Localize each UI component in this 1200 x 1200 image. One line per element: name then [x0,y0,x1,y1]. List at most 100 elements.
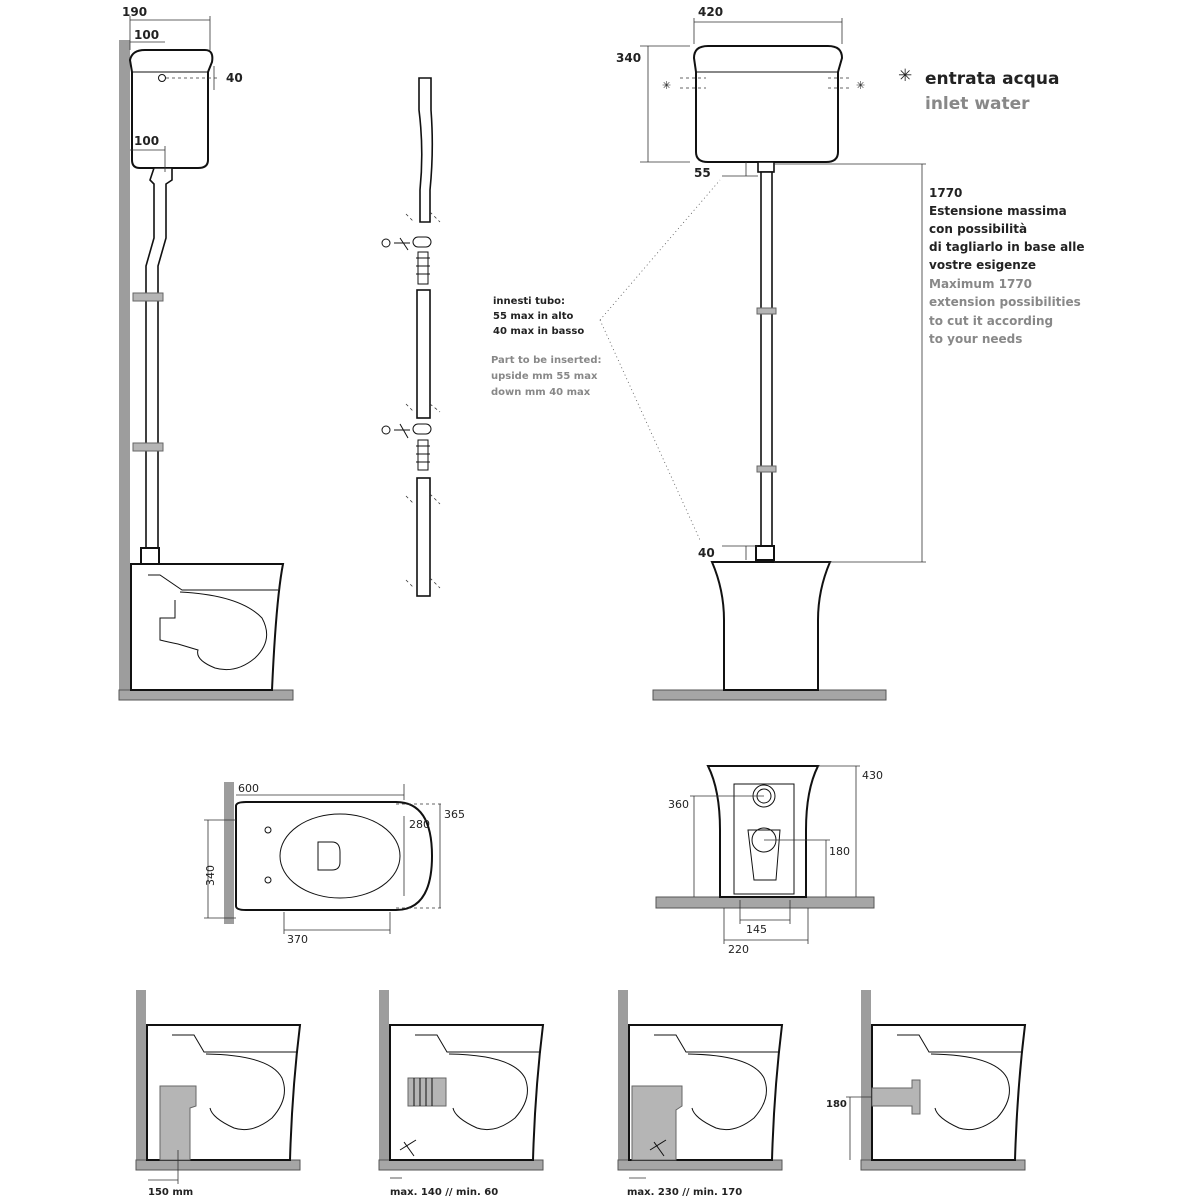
toilet-rear [706,765,820,898]
dim-180: 180 [829,845,850,858]
rear-view: 430 360 180 145 220 [655,765,883,956]
floor [617,1159,783,1171]
legend-label-en: inlet water [925,94,1030,114]
variant-3-caption: max. 230 // min. 170 [627,1187,742,1198]
rear-recess [733,783,795,895]
scissors-icon [649,1139,667,1157]
threaded-connector [416,251,430,285]
cistern [692,45,844,163]
clamp-ring [412,236,432,248]
water-inlet [158,74,166,82]
pipe-segment-bottom [416,477,431,597]
flush-pipe [760,171,773,549]
dim-depth-100-bottom: 100 [134,134,159,148]
dim-430: 430 [862,769,883,782]
extended-outlet-pipe [631,1085,683,1161]
pipe-connector [140,547,160,565]
dim-360: 360 [668,798,689,811]
front-note-en-4: to your needs [929,332,1022,346]
variant-1-caption: 150 mm [148,1187,193,1198]
wall [379,990,389,1160]
bowl-outlet [317,841,341,871]
pipe-connector-top [757,161,775,173]
toilet-bowl [389,1024,545,1161]
wall [224,782,234,924]
threaded-connector [416,439,430,471]
dim-top-55: 55 [694,166,711,180]
pipe-segment-top [418,77,434,223]
pipe-note-en-1: Part to be inserted: [491,355,602,366]
inlet-marker-left: ✳ [662,79,671,92]
dim-width-420: 420 [698,5,723,19]
floor [655,896,875,909]
wall [119,40,130,692]
front-note-en-2: extension possibilities [929,295,1081,309]
dim-340: 340 [204,865,217,886]
pipe-segment-middle [416,289,431,419]
dim-depth-100-top: 100 [134,28,159,42]
dim-height-340: 340 [616,51,641,65]
floor [652,689,887,701]
floor-outlet-pipe [159,1085,197,1161]
legend: ✳ entrata acqua inlet water [898,66,1059,114]
clamp-ring [412,423,432,435]
pipe-clamp [132,292,164,302]
wall [618,990,628,1160]
toilet-bowl [130,563,285,691]
front-note-it-4: vostre esigenze [929,258,1036,272]
floor [860,1159,1026,1171]
wall [861,990,871,1160]
pipe-joint [756,307,777,315]
screw [381,425,391,435]
adjustable-outlet-pipe [407,1077,447,1107]
top-view: 600 365 280 340 370 [204,782,465,946]
front-note-en-3: to cut it according [929,314,1053,328]
dim-width-190: 190 [122,5,147,19]
variant-4-dim-180: 180 [826,1099,847,1110]
pipe-kit: innesti tubo: 55 max in alto 40 max in b… [381,77,721,597]
cistern [128,49,214,169]
front-note-it-1: Estensione massima [929,204,1067,218]
dim-600: 600 [238,782,259,795]
dim-365: 365 [444,808,465,821]
floor [378,1159,544,1171]
side-view: 190 100 40 100 [118,5,294,701]
outlet-variant-4: 180 [826,990,1027,1171]
toilet-top-outline [235,801,434,911]
toilet-bowl [871,1024,1027,1161]
outlet-variant-3: max. 230 // min. 170 [617,990,784,1198]
dim-280: 280 [409,818,430,831]
legend-label-it: entrata acqua [925,69,1059,89]
inlet-marker-right: ✳ [856,79,865,92]
toilet-front [710,561,832,691]
floor [118,689,294,701]
outlet-variant-2: max. 140 // min. 60 [378,990,545,1198]
outlet-variant-1: 150 mm [135,990,302,1198]
pipe-clamp [132,442,164,452]
legend-symbol: ✳ [898,66,912,86]
pipe-note-it-1: innesti tubo: [493,296,565,307]
dim-370: 370 [287,933,308,946]
pipe-note-it-2: 55 max in alto [493,311,573,322]
pipe-note-it-3: 40 max in basso [493,326,584,337]
front-note-en-1: Maximum 1770 [929,277,1032,291]
dim-bottom-40: 40 [698,546,715,560]
screw [381,238,391,248]
wall [136,990,146,1160]
floor [135,1159,301,1171]
dim-220: 220 [728,943,749,956]
dim-inlet-40: 40 [226,71,243,85]
front-note-it-2: con possibilità [929,222,1027,236]
dim-145: 145 [746,923,767,936]
pipe-note-en-2: upside mm 55 max [491,371,598,382]
front-view: ✳ ✳ 420 340 55 40 1770 Estensione massim… [616,5,1085,701]
dim-1770: 1770 [929,186,962,200]
pipe-connector-bottom [755,545,775,561]
wall-outlet-pipe [871,1079,921,1115]
flush-pipe [145,167,173,551]
variant-2-caption: max. 140 // min. 60 [390,1187,498,1198]
front-note-it-3: di tagliarlo in base alle [929,240,1085,254]
seat-opening [279,813,401,899]
pipe-note-en-3: down mm 40 max [491,387,591,398]
